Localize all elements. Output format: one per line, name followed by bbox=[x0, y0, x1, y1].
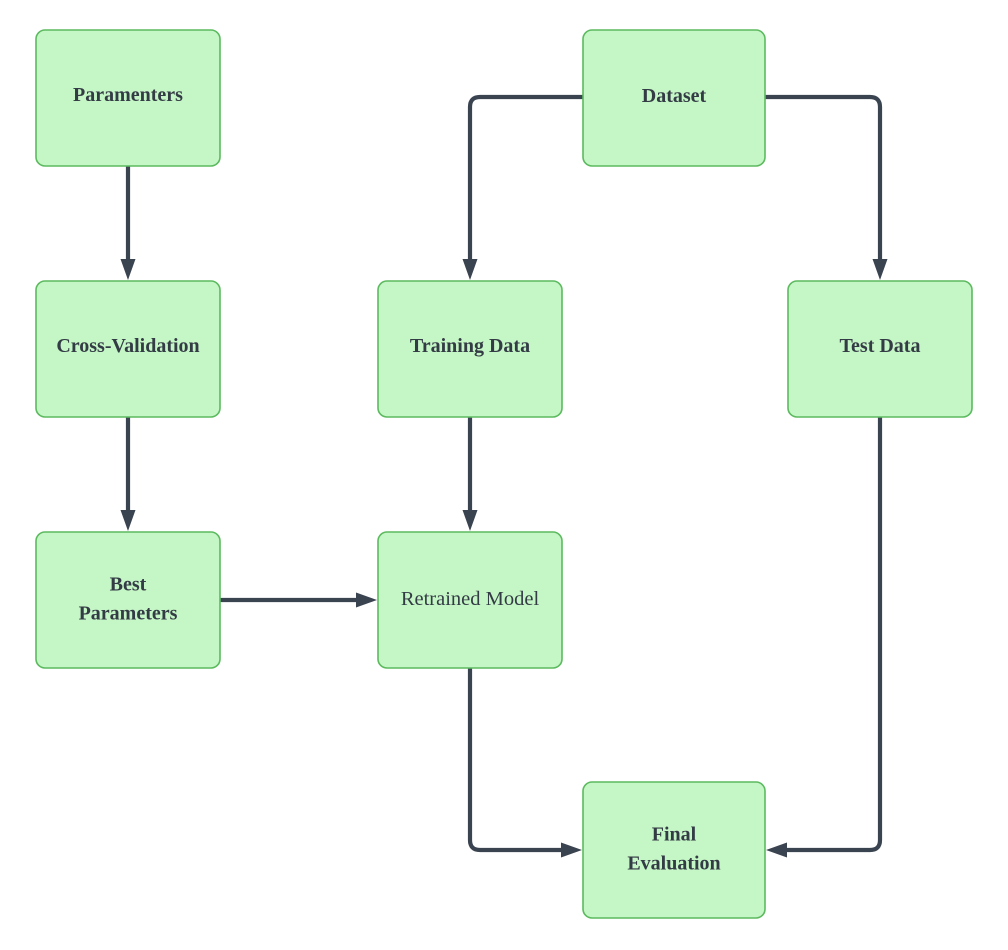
node-label: Dataset bbox=[642, 85, 707, 107]
node-label-line: Cross-Validation bbox=[56, 335, 199, 357]
node-label: Retrained Model bbox=[401, 588, 540, 610]
edge-training-data-to-retrained-model bbox=[462, 417, 478, 531]
node-cross-validation[interactable]: Cross-Validation bbox=[35, 280, 221, 418]
node-label-line: Training Data bbox=[410, 335, 530, 357]
node-box[interactable] bbox=[35, 531, 221, 669]
node-label: Cross-Validation bbox=[56, 335, 199, 357]
arrowhead-icon bbox=[872, 259, 888, 280]
node-retrained-model[interactable]: Retrained Model bbox=[377, 531, 563, 669]
edge-test-data-to-final-evaluation bbox=[766, 417, 883, 858]
node-box[interactable] bbox=[377, 280, 563, 418]
edge-line bbox=[784, 417, 883, 853]
arrowhead-icon bbox=[561, 842, 582, 858]
edge-line bbox=[467, 668, 564, 853]
edge-cross-validation-to-best-parameters bbox=[120, 417, 136, 531]
edge-parameters-to-cross-validation bbox=[120, 166, 136, 280]
node-label-line: Final bbox=[652, 823, 697, 845]
arrowhead-icon bbox=[356, 592, 377, 608]
node-box[interactable] bbox=[787, 280, 973, 418]
node-box[interactable] bbox=[582, 29, 766, 167]
edges-layer bbox=[120, 94, 888, 858]
node-box[interactable] bbox=[35, 280, 221, 418]
node-test-data[interactable]: Test Data bbox=[787, 280, 973, 418]
node-box[interactable] bbox=[35, 29, 221, 167]
arrowhead-icon bbox=[766, 842, 787, 858]
node-training-data[interactable]: Training Data bbox=[377, 280, 563, 418]
node-parameters[interactable]: Paramenters bbox=[35, 29, 221, 167]
node-label-line: Test Data bbox=[840, 335, 921, 357]
arrowhead-icon bbox=[462, 259, 478, 280]
node-box[interactable] bbox=[377, 531, 563, 669]
edge-line bbox=[765, 94, 883, 262]
edge-retrained-model-to-final-evaluation bbox=[467, 668, 582, 858]
node-label: Paramenters bbox=[73, 84, 183, 106]
node-label-line: Paramenters bbox=[73, 84, 183, 106]
node-label-line: Evaluation bbox=[627, 852, 720, 874]
arrowhead-icon bbox=[462, 510, 478, 531]
arrowhead-icon bbox=[120, 510, 136, 531]
node-label-line: Parameters bbox=[79, 602, 178, 624]
node-label-line: Best bbox=[110, 573, 147, 595]
edge-dataset-to-training-data bbox=[462, 94, 583, 280]
edge-best-parameters-to-retrained-model bbox=[220, 592, 377, 608]
node-label: Training Data bbox=[410, 335, 530, 357]
edge-line bbox=[467, 94, 583, 262]
node-label-line: Retrained Model bbox=[401, 588, 540, 610]
node-label-line: Dataset bbox=[642, 85, 707, 107]
arrowhead-icon bbox=[120, 259, 136, 280]
node-box[interactable] bbox=[582, 781, 766, 919]
edge-dataset-to-test-data bbox=[765, 94, 888, 280]
node-label: Test Data bbox=[840, 335, 921, 357]
node-dataset[interactable]: Dataset bbox=[582, 29, 766, 167]
